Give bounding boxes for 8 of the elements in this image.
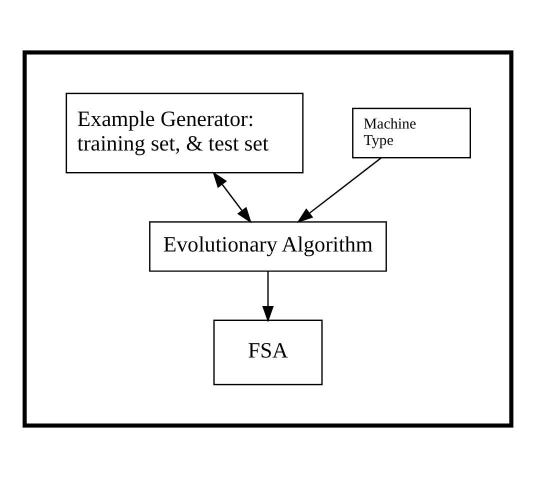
node-box: Evolutionary Algorithm	[149, 221, 387, 272]
node-box: Example Generator: training set, & test set	[66, 92, 304, 174]
node-box: Machine Type	[352, 108, 471, 158]
arrow	[212, 172, 252, 224]
arrow	[262, 271, 274, 322]
node-box: FSA	[213, 320, 323, 386]
arrow	[296, 157, 382, 223]
cluster	[22, 50, 514, 428]
